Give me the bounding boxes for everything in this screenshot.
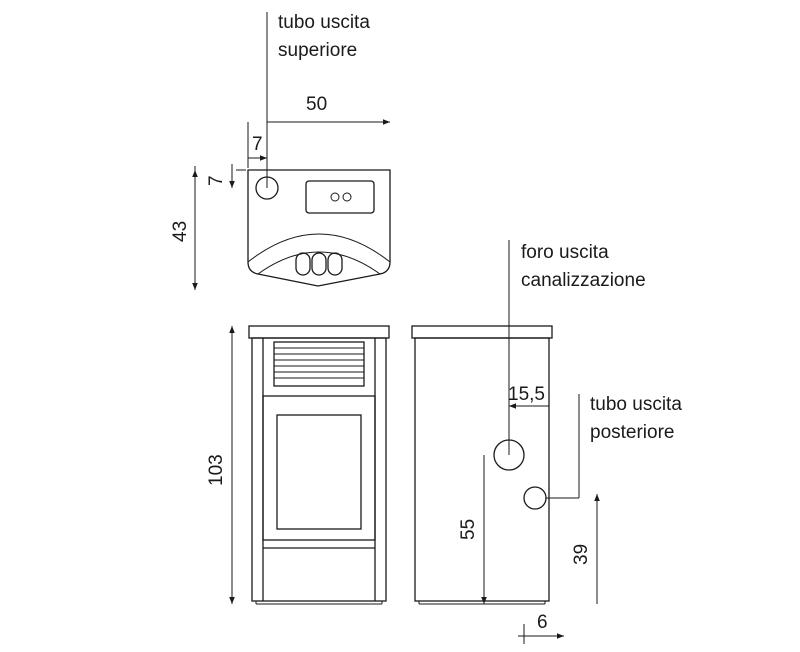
label-duct-hole-1: foro uscita: [521, 242, 609, 263]
dim-width: 50: [306, 94, 327, 115]
control-panel: [305, 180, 375, 214]
label-duct-hole-2: canalizzazione: [521, 270, 646, 291]
rear-outlet-circle: [523, 486, 547, 510]
dim-top-offset-x: 7: [252, 134, 263, 155]
dim-duct-height: 55: [458, 519, 479, 540]
top-button-1: [295, 252, 311, 276]
front-view: [248, 325, 390, 605]
dim-rear-height: 39: [571, 544, 592, 565]
dim-rear-offset: 6: [537, 612, 548, 633]
label-top-outlet-2: superiore: [278, 40, 357, 61]
label-rear-outlet-2: posteriore: [590, 422, 675, 443]
front-grille: [273, 341, 365, 387]
side-view: [411, 325, 553, 605]
top-button-3: [327, 252, 343, 276]
dim-height: 103: [206, 454, 227, 486]
dim-top-offset-y: 7: [206, 175, 227, 186]
front-glass: [276, 414, 362, 530]
dim-duct-offset: 15,5: [508, 384, 545, 405]
top-view: [247, 169, 391, 287]
dim-depth: 43: [170, 221, 191, 242]
top-button-2: [311, 252, 327, 276]
label-top-outlet-1: tubo uscita: [278, 12, 370, 33]
label-rear-outlet-1: tubo uscita: [590, 394, 682, 415]
